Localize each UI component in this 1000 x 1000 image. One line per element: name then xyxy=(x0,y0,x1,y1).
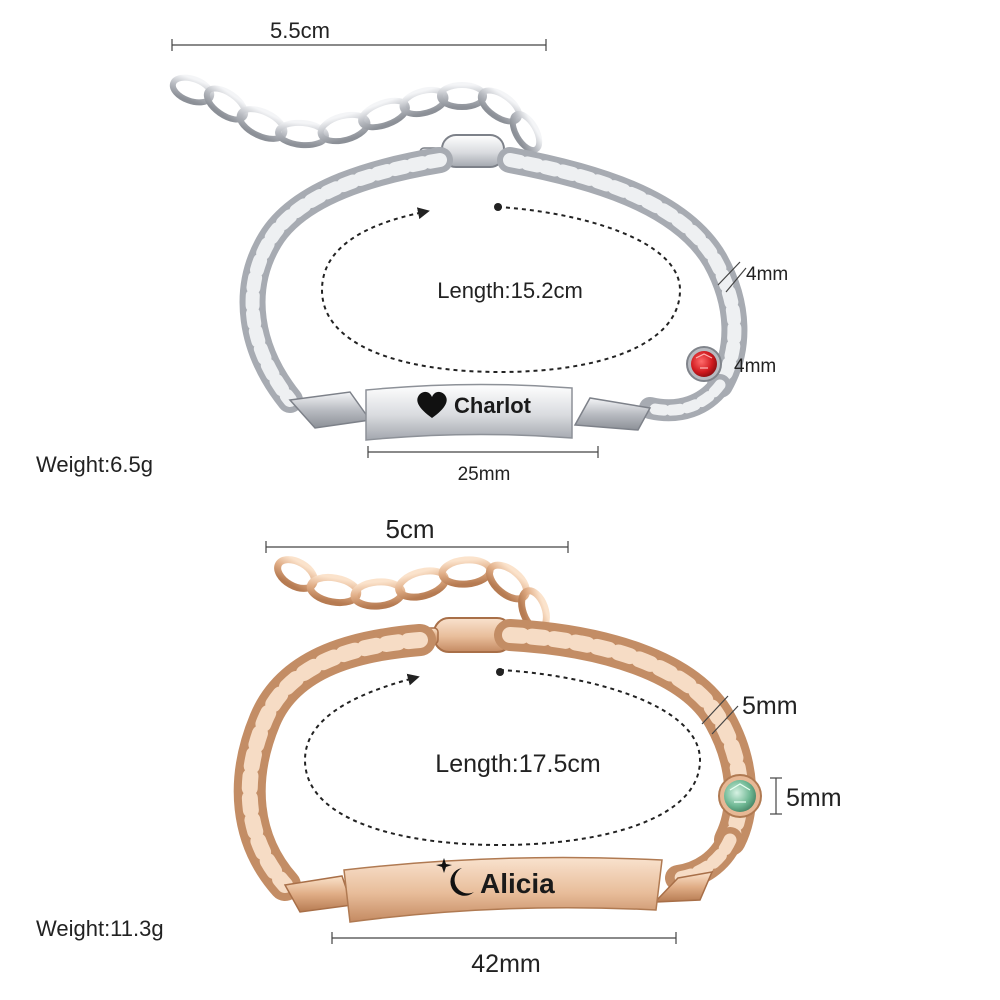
top-birthstone xyxy=(686,346,722,382)
bottom-stone-size-dimension: 5mm xyxy=(770,777,842,815)
top-length-indicator: Length:15.2cm xyxy=(320,203,682,374)
top-engraving-text: Charlot xyxy=(454,393,532,418)
top-link-width-dimension: 4mm xyxy=(717,261,788,293)
bottom-weight-label: Weight:11.3g xyxy=(36,916,164,941)
top-extender-length-label: 5.5cm xyxy=(270,18,330,43)
bottom-engraving-text: Alicia xyxy=(480,868,555,899)
bottom-name-plate xyxy=(343,856,663,923)
bottom-extender-dimension: 5cm xyxy=(265,514,569,553)
top-plate-width-dimension: 25mm xyxy=(367,446,599,485)
heart-icon xyxy=(417,391,447,418)
top-bracelet: 5.5cm Char xyxy=(36,18,788,485)
top-plate-connectors xyxy=(288,391,652,431)
top-length-label: Length:15.2cm xyxy=(437,278,583,303)
bottom-plate-connectors xyxy=(283,871,714,913)
bottom-extender-chain xyxy=(274,556,550,633)
bottom-link-width-dimension: 5mm xyxy=(701,692,798,735)
bottom-birthstone xyxy=(718,774,762,818)
bottom-stone-size-label: 5mm xyxy=(786,784,842,812)
top-extender-dimension: 5.5cm xyxy=(171,18,547,51)
bottom-link-width-label: 5mm xyxy=(742,692,798,720)
bottom-plate-width-dimension: 42mm xyxy=(331,932,677,978)
bottom-extender-length-label: 5cm xyxy=(385,514,434,544)
moon-star-icon xyxy=(436,858,474,896)
top-extender-chain xyxy=(169,74,543,154)
bottom-bracelet: 5cm Alicia xyxy=(36,514,842,978)
bottom-length-label: Length:17.5cm xyxy=(435,750,600,778)
top-stone-size-label: 4mm xyxy=(734,356,776,377)
bottom-length-indicator: Length:17.5cm xyxy=(303,668,702,847)
bottom-plate-width-label: 42mm xyxy=(471,950,540,978)
top-link-width-label: 4mm xyxy=(746,264,788,285)
top-plate-width-label: 25mm xyxy=(458,464,511,485)
top-weight-label: Weight:6.5g xyxy=(36,452,153,477)
